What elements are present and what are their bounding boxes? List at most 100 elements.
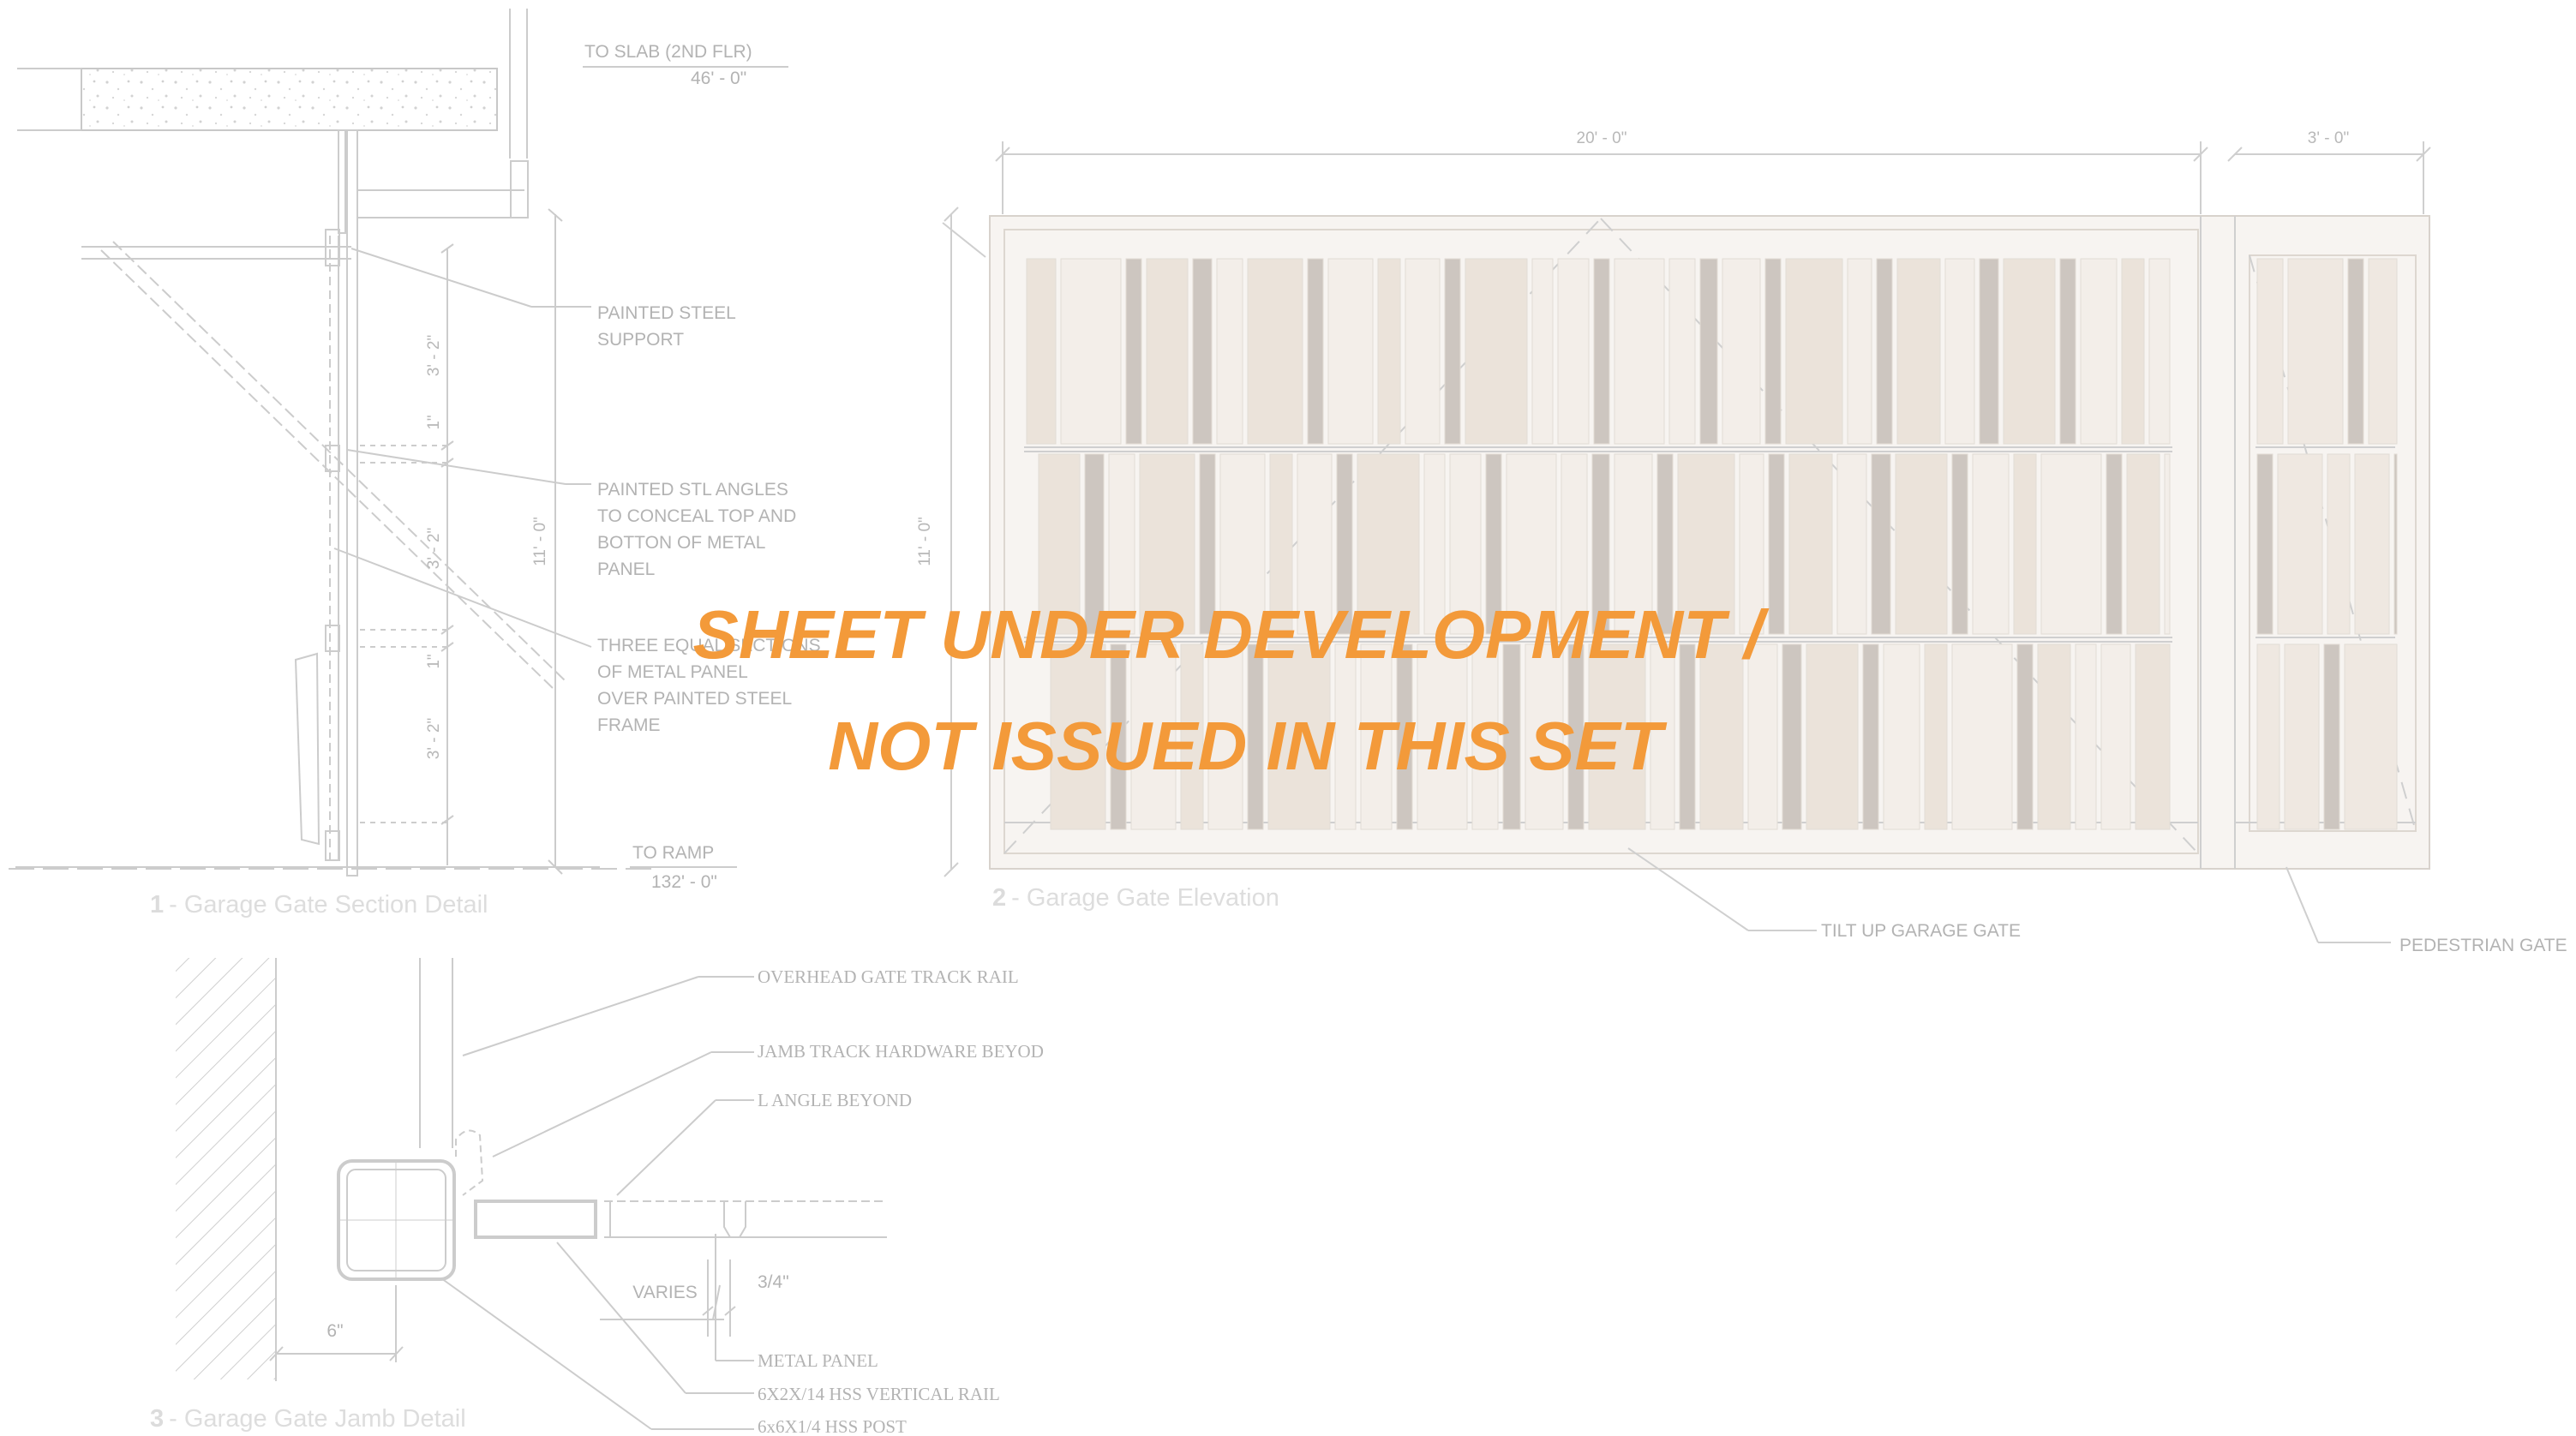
gate-panel-strip [1247,643,1264,830]
gate-panel-strip [1180,643,1204,830]
gate-panel-strip [1739,453,1764,635]
pedestrian-panel-strip [2393,453,2398,635]
gate-panel-strip [1836,453,1867,635]
gate-panel-strip [1192,258,1213,445]
label-pedestrian-gate: PEDESTRIAN GATE [2399,936,2567,955]
dim-gate-height: 11' - 0" [916,517,934,566]
gate-panel-strip [1525,643,1564,830]
note-angle-beyond: L ANGLE BEYOND [758,1090,912,1110]
gate-panel-strip [1788,453,1833,635]
concrete-slab [81,68,498,131]
gate-panel-strip [1557,258,1590,445]
gate-panel-strip [1026,258,1057,445]
gate-panel-strip [1405,258,1441,445]
dim-panel-1: 3' - 2" [425,335,443,376]
gate-panel-strip [1531,258,1554,445]
gate-panel-strip [1084,453,1105,635]
pedestrian-panel-strip [2284,643,2320,830]
gate-panel-strip [1677,453,1735,635]
detail-2-title: 2- Garage Gate Elevation [992,884,1279,912]
gate-panel-strip [2126,453,2160,635]
watermark-line-2: NOT ISSUED IN THIS SET [828,708,1668,784]
gate-panel-strip [1417,643,1468,830]
gate-panel-strip [1110,643,1127,830]
gate-panel-strip [1216,258,1243,445]
pedestrian-panel-strip [2287,258,2344,445]
pedestrian-panel-strip [2344,643,2398,830]
gate-panel-strip [1896,258,1941,445]
gate-panel-strip [1895,453,1948,635]
dim-overall-height: 11' - 0" [531,517,549,566]
gate-panel-strip [1722,258,1761,445]
elevation-panel-pattern [1026,258,2398,830]
gate-panel-strip [1979,258,1999,445]
gate-panel-strip [1561,453,1588,635]
gate-panel-strip [2148,258,2171,445]
gate-panel-strip [1360,643,1393,830]
gate-panel-strip [1449,453,1482,635]
pedestrian-panel-strip [2277,453,2323,635]
gate-panel-strip [2100,643,2131,830]
gate-panel-strip [1444,258,1461,445]
gate-panel-strip [1502,643,1521,830]
gate-panel-strip [2135,643,2171,830]
level-bottom-value: 132' - 0" [651,872,717,892]
gate-panel-strip [2059,258,2076,445]
pedestrian-panel-strip [2347,258,2364,445]
dim-three-quarter: 3/4" [758,1272,789,1292]
detail-1-title: 1- Garage Gate Section Detail [150,891,488,918]
dim-gap-2: 1" [425,654,443,668]
gate-panel-strip [1614,453,1653,635]
gate-panel-strip [1297,453,1333,635]
watermark: SHEET UNDER DEVELOPMENT / NOT ISSUED IN … [692,596,1770,784]
gate-panel-strip [1336,453,1353,635]
gate-panel-strip [1593,258,1610,445]
gate-panel-strip [1199,453,1216,635]
gate-panel-strip [1591,453,1610,635]
gate-panel-strip [2013,453,2037,635]
gate-panel-strip [1876,258,1893,445]
gate-panel-strip [1883,643,1920,830]
gate-panel-strip [1334,643,1357,830]
gate-panel-strip [1060,258,1122,445]
gate-panel-strip [1471,643,1499,830]
gate-panel-strip [2106,453,2123,635]
gate-panel-strip [1423,453,1446,635]
note-jamb-track-hardware: JAMB TRACK HARDWARE BEYOD [758,1041,1044,1062]
note-hss-post: 6x6X1/4 HSS POST [758,1416,907,1436]
pedestrian-panel-strip [2368,258,2398,445]
pedestrian-panel-strip [2354,453,2390,635]
jamb-detail [176,958,887,1430]
gate-panel-strip [1247,258,1303,445]
gate-panel-strip [1972,453,2010,635]
gate-panel-strip [1130,643,1177,830]
gate-panel-strip [1806,643,1859,830]
gate-panel-strip [1219,453,1266,635]
gate-panel-strip [1951,453,1968,635]
gate-panel-strip [1951,643,2013,830]
gate-panel-strip [1871,453,1891,635]
gate-panel-strip [1146,258,1189,445]
dim-varies: VARIES [632,1283,697,1302]
level-top-label: TO SLAB (2ND FLR) [584,42,752,62]
dim-gap-1: 1" [425,415,443,429]
gate-panel-strip [2075,643,2097,830]
gate-panel-strip [1785,258,1843,445]
pedestrian-panel-strip [2256,258,2284,445]
gate-panel-strip [1307,258,1324,445]
section-text: TO SLAB (2ND FLR) 46' - 0" TO RAMP 132' … [150,42,821,918]
gate-panel-strip [1650,643,1675,830]
gate-panel-strip [1207,643,1243,830]
dim-pedestrian-width: 3' - 0" [2308,129,2349,147]
gate-panel-strip [1668,258,1696,445]
gate-panel-strip [1588,643,1646,830]
gate-panel-strip [1747,643,1778,830]
elevation-text: 20' - 0" 3' - 0" 11' - 0" TILT UP GARAGE… [916,129,2567,955]
label-tilt-up-gate: TILT UP GARAGE GATE [1821,921,2021,941]
gate-panel-strip [1269,453,1293,635]
pedestrian-panel-strip [2323,643,2340,830]
gate-panel-strip [1050,643,1106,830]
